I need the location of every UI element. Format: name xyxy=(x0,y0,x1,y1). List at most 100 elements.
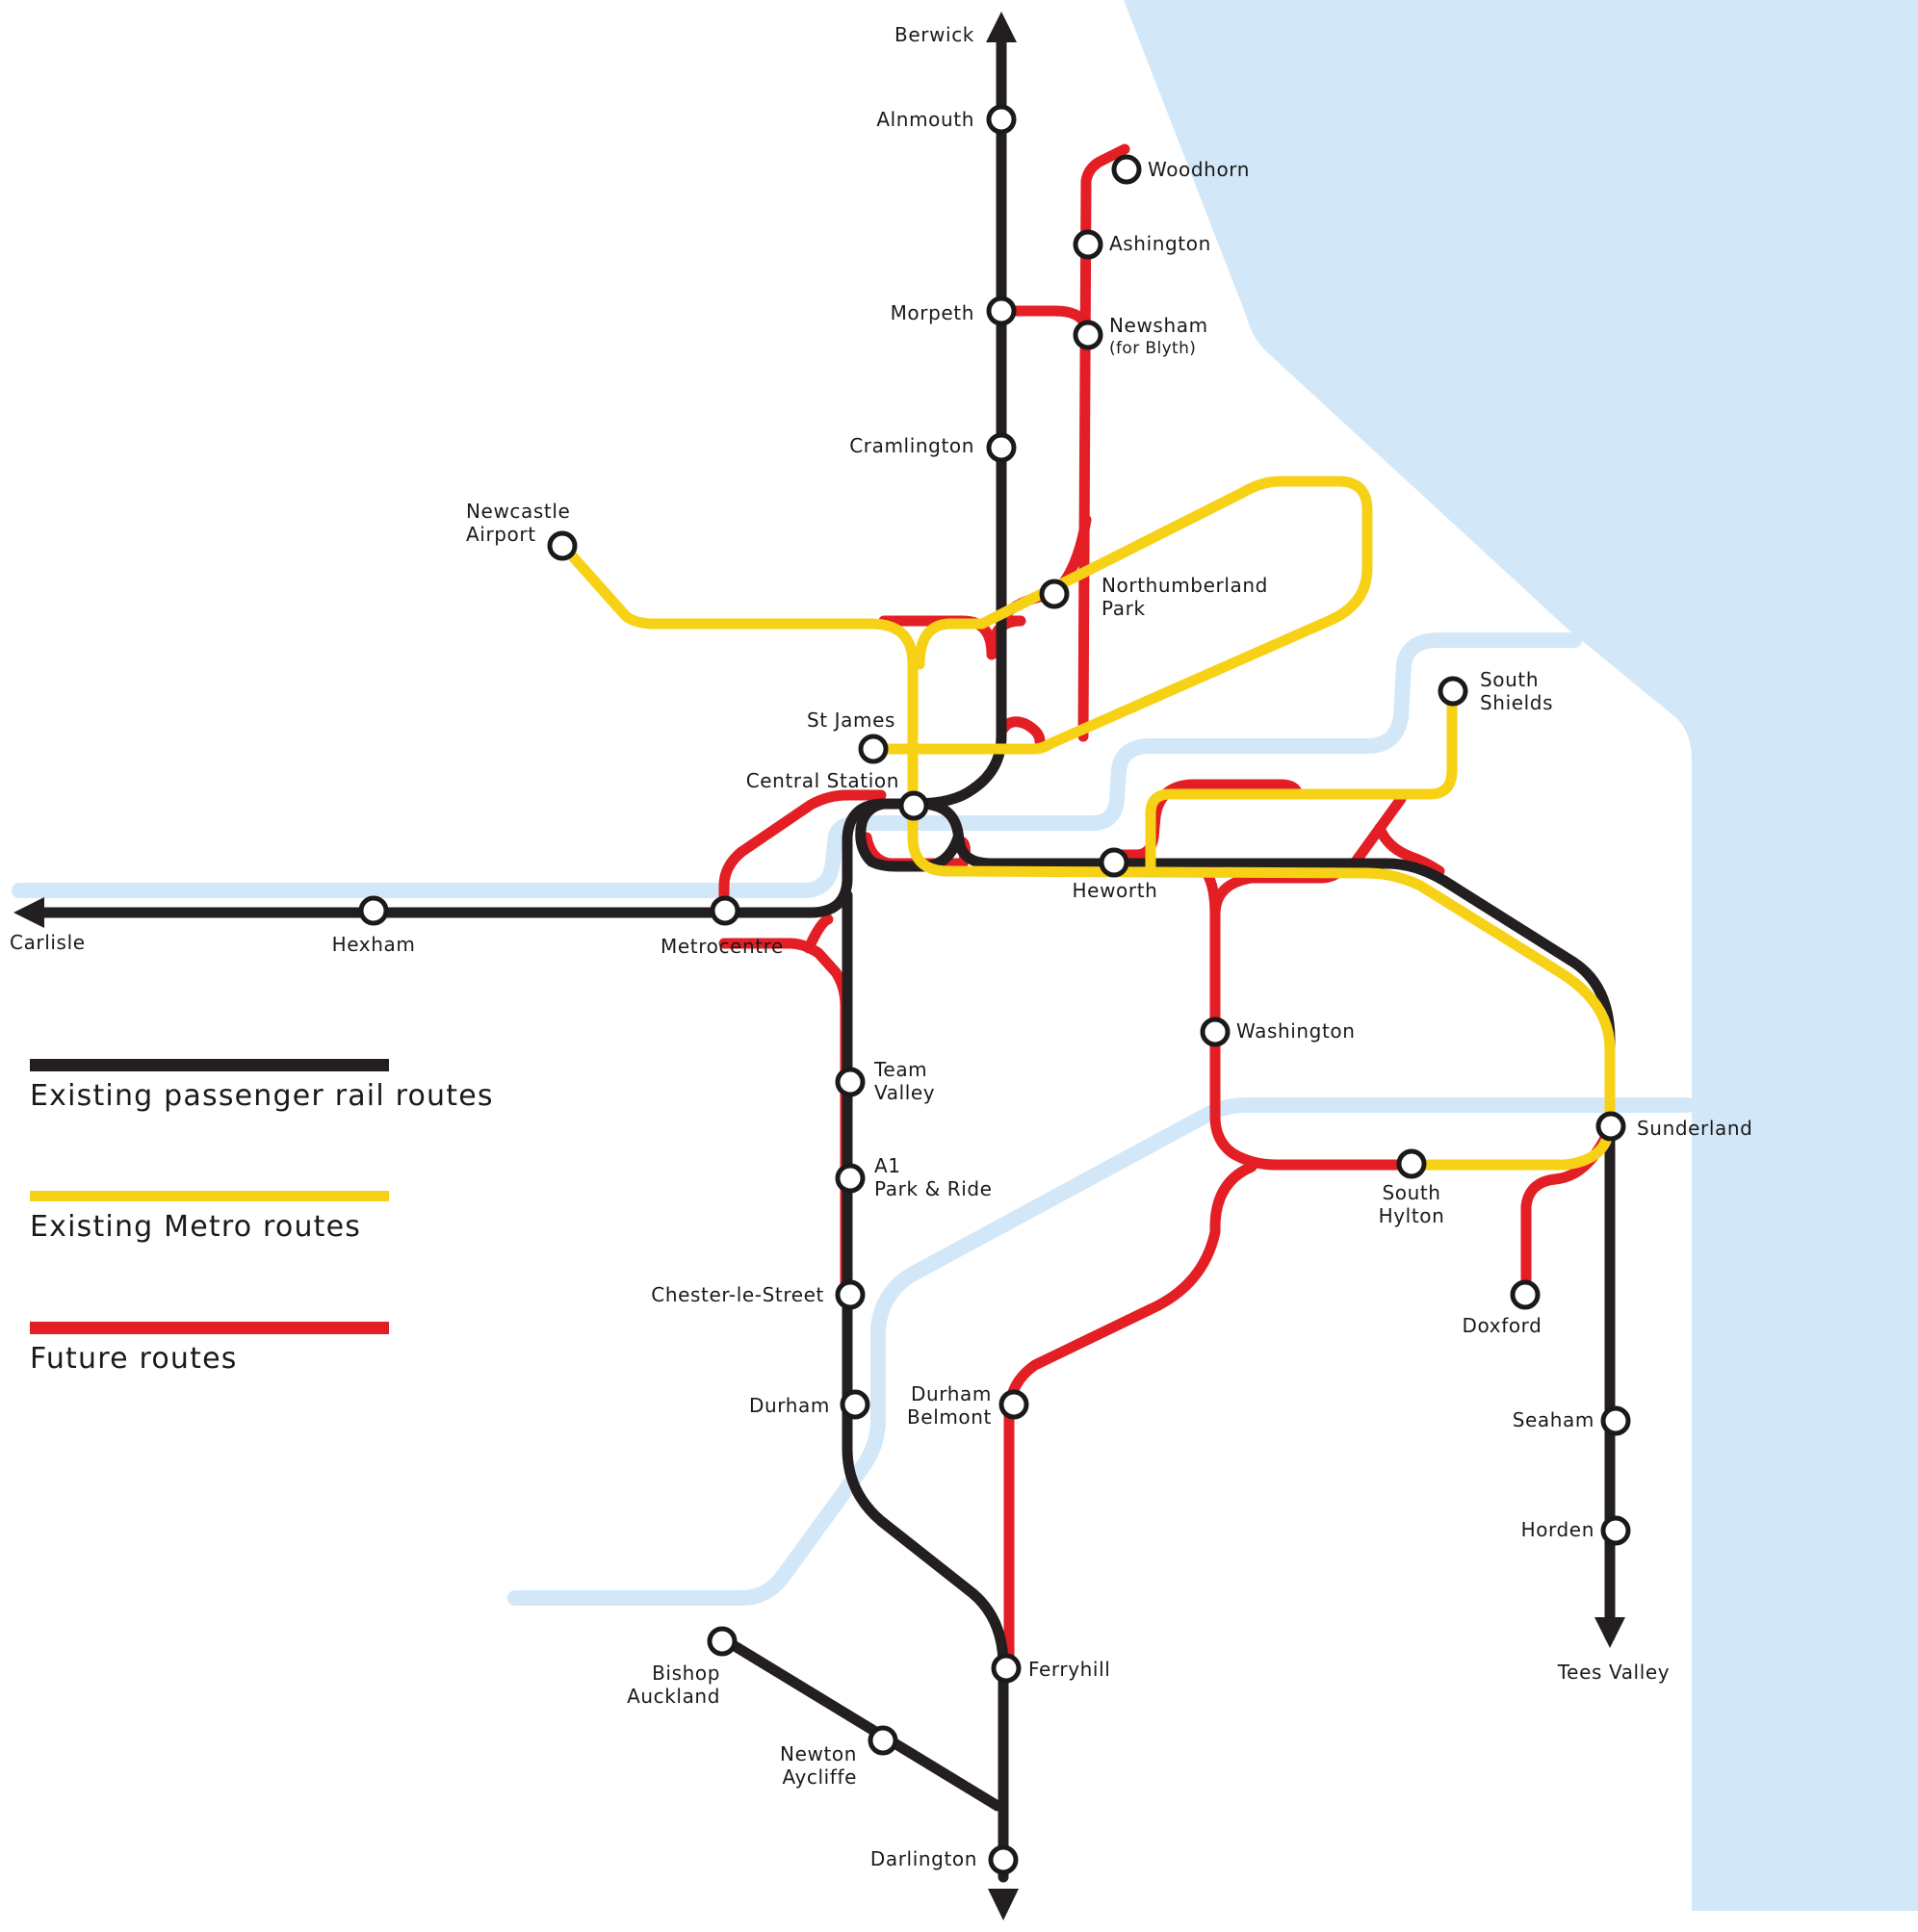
legend-label-metro: Existing Metro routes xyxy=(30,1210,361,1244)
route-coast-loop xyxy=(866,476,1373,755)
legend-swatch-metro xyxy=(30,1191,389,1201)
label-south-shields-2: Shields xyxy=(1480,691,1553,714)
route-team-valley xyxy=(718,938,851,1301)
station-newsham xyxy=(1073,320,1103,350)
label-horden: Horden xyxy=(1521,1518,1594,1541)
arrow-west-icon xyxy=(13,897,44,928)
label-newsham-sub: (for Blyth) xyxy=(1109,339,1196,358)
label-northumberland-1: Northumberland xyxy=(1102,574,1268,597)
label-woodhorn: Woodhorn xyxy=(1148,158,1250,181)
label-berwick: Berwick xyxy=(894,23,974,46)
label-northumberland-2: Park xyxy=(1102,597,1146,620)
station-south-shields xyxy=(1438,676,1468,707)
label-st-james: St James xyxy=(807,708,895,732)
label-cramlington: Cramlington xyxy=(849,434,974,457)
label-carlisle: Carlisle xyxy=(10,931,86,954)
label-central: Central Station xyxy=(746,769,899,792)
station-heworth xyxy=(1099,847,1129,878)
station-woodhorn xyxy=(1111,154,1142,185)
station-alnmouth xyxy=(986,104,1017,135)
legend-swatch-future xyxy=(30,1322,389,1334)
label-bishop-2: Auckland xyxy=(627,1685,720,1708)
label-south-shields-1: South xyxy=(1480,668,1539,691)
station-northumberland-park xyxy=(1039,579,1070,609)
route-south-shields-link xyxy=(1350,793,1445,877)
label-seaham: Seaham xyxy=(1513,1408,1594,1431)
station-newcastle-airport xyxy=(547,530,578,561)
route-metrocentre-link xyxy=(718,789,887,915)
label-washington: Washington xyxy=(1236,1019,1356,1043)
arrow-north-icon xyxy=(986,12,1017,42)
label-ferryhill: Ferryhill xyxy=(1028,1658,1110,1681)
north-sea xyxy=(1124,0,1918,1911)
stations xyxy=(358,104,1631,1875)
route-south-shields xyxy=(1145,687,1458,877)
station-durham-belmont xyxy=(998,1389,1029,1420)
legend-label-future: Future routes xyxy=(30,1342,238,1376)
label-hexham: Hexham xyxy=(332,933,416,956)
station-darlington xyxy=(988,1844,1019,1875)
station-team-valley xyxy=(835,1067,866,1097)
metro-routes xyxy=(557,476,1616,1171)
route-ecml-south xyxy=(842,889,1009,1883)
arrow-south-icon xyxy=(988,1889,1019,1920)
station-horden xyxy=(1600,1515,1631,1546)
station-st-james xyxy=(858,734,889,764)
station-morpeth xyxy=(986,296,1017,326)
label-south-hylton-1: South xyxy=(1382,1181,1440,1204)
label-metrocentre: Metrocentre xyxy=(661,935,784,958)
route-durham-belmont xyxy=(1003,1161,1257,1669)
station-chester-le-street xyxy=(835,1279,866,1310)
station-doxford xyxy=(1510,1279,1541,1310)
station-a1-park-ride xyxy=(835,1163,866,1194)
label-durham-belmont-1: Durham xyxy=(911,1382,992,1405)
arrows xyxy=(13,12,1625,1920)
legend-label-existing-rail: Existing passenger rail routes xyxy=(30,1079,494,1113)
station-bishop-auckland xyxy=(707,1626,738,1657)
existing-rail-routes xyxy=(23,28,1616,1883)
station-washington xyxy=(1200,1017,1231,1047)
label-doxford: Doxford xyxy=(1463,1314,1542,1337)
label-team-valley-2: Valley xyxy=(874,1081,935,1104)
station-south-hylton xyxy=(1396,1148,1427,1179)
label-morpeth: Morpeth xyxy=(891,301,974,324)
label-south-hylton-2: Hylton xyxy=(1379,1204,1445,1227)
label-durham-belmont-2: Belmont xyxy=(907,1405,992,1429)
label-airport-2: Airport xyxy=(466,523,536,546)
station-seaham xyxy=(1600,1405,1631,1436)
label-alnmouth: Alnmouth xyxy=(876,108,974,131)
station-sunderland xyxy=(1595,1111,1626,1142)
label-a1-2: Park & Ride xyxy=(874,1177,993,1200)
route-bishop-auckland xyxy=(716,1633,1003,1812)
station-durham xyxy=(840,1389,870,1420)
station-ferryhill xyxy=(991,1653,1022,1684)
legend-swatch-existing-rail xyxy=(30,1059,389,1071)
station-hexham xyxy=(358,895,389,926)
label-team-valley-1: Team xyxy=(873,1058,927,1081)
station-cramlington xyxy=(986,432,1017,463)
station-ashington xyxy=(1073,229,1103,260)
label-chester-le-street: Chester-le-Street xyxy=(651,1283,824,1306)
label-ashington: Ashington xyxy=(1109,232,1211,255)
station-metrocentre xyxy=(710,895,740,926)
label-newton-1: Newton xyxy=(780,1742,857,1765)
label-durham: Durham xyxy=(749,1394,830,1417)
river-wear xyxy=(507,1097,1695,1606)
label-airport-1: Newcastle xyxy=(466,500,570,523)
label-sunderland: Sunderland xyxy=(1637,1117,1752,1140)
station-newton-aycliffe xyxy=(868,1725,898,1756)
labels: Berwick Alnmouth Woodhorn Ashington Morp… xyxy=(10,23,1752,1870)
station-central xyxy=(898,790,929,821)
route-washington xyxy=(1193,859,1421,1171)
route-blyth-ashington xyxy=(1077,143,1130,742)
route-ecml-north xyxy=(909,28,1007,810)
label-bishop-1: Bishop xyxy=(652,1662,720,1685)
legend: Existing passenger rail routes Existing … xyxy=(30,1059,494,1376)
arrow-tees-valley-icon xyxy=(1594,1617,1625,1648)
label-darlington: Darlington xyxy=(870,1847,977,1870)
route-airport xyxy=(557,539,1616,1171)
label-heworth: Heworth xyxy=(1073,879,1158,902)
river-tyne xyxy=(12,632,1582,898)
route-metrocentre-curve xyxy=(803,914,834,954)
